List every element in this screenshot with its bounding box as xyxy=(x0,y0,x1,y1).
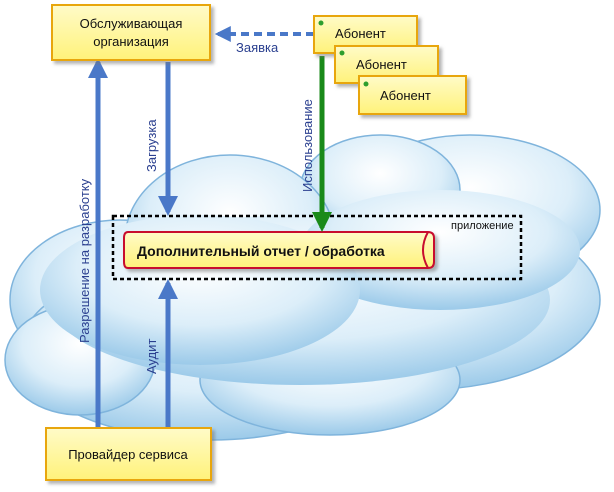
provider-node[interactable] xyxy=(45,427,212,481)
subscriber-node-3[interactable] xyxy=(358,75,467,115)
upload-label: Загрузка xyxy=(144,119,159,172)
audit-label: Аудит xyxy=(144,339,159,374)
subscriber-dot-icon xyxy=(318,20,324,26)
subscriber-label-3: Абонент xyxy=(380,88,431,103)
subscriber-dot-icon xyxy=(339,50,345,56)
subscriber-dot-icon xyxy=(363,81,369,87)
subscriber-label-2: Абонент xyxy=(356,57,407,72)
org-label-line1: Обслуживающая xyxy=(80,16,183,31)
subscriber-label-1: Абонент xyxy=(335,26,386,41)
report-label: Дополнительный отчет / обработка xyxy=(137,243,385,259)
report-node[interactable] xyxy=(123,231,435,269)
application-label: приложение xyxy=(451,220,514,232)
usage-label: Использование xyxy=(300,99,315,192)
request-label: Заявка xyxy=(236,40,279,55)
provider-label: Провайдер сервиса xyxy=(68,447,188,462)
dev-permission-label: Разрешение на разработку xyxy=(77,178,92,343)
org-label-line2: организация xyxy=(93,34,169,49)
org-node[interactable] xyxy=(51,4,211,61)
